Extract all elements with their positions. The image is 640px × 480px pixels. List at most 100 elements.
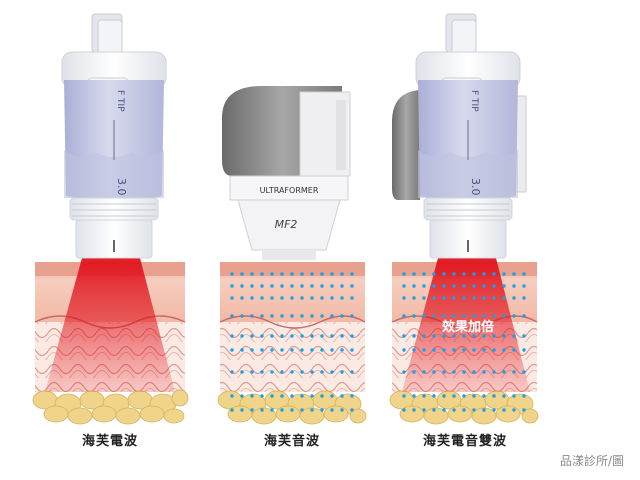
ultrasound-dot: [522, 348, 525, 351]
ultrasound-dot: [230, 348, 233, 351]
ultrasound-dot: [522, 284, 525, 287]
tip-label: F TIP: [469, 90, 479, 112]
brand-label: ULTRAFORMER: [260, 186, 319, 195]
ultrasound-dot: [512, 408, 515, 411]
ultrasound-dot: [422, 334, 425, 337]
ultrasound-dot: [482, 314, 485, 317]
ultrasound-dot: [290, 348, 293, 351]
depth-label: 3.0: [469, 178, 482, 196]
ultrasound-dot: [402, 408, 405, 411]
ultrasound-dot: [512, 370, 515, 373]
ultrasound-dot: [230, 314, 233, 317]
ultrasound-dot: [300, 370, 303, 373]
ultrasound-dot: [412, 348, 415, 351]
ultrasound-dot: [310, 296, 313, 299]
ultrasound-dot: [432, 284, 435, 287]
ultrasound-dot: [422, 272, 425, 275]
ultrasound-dot: [280, 334, 283, 337]
ultrasound-dot: [330, 408, 333, 411]
ultrasound-dot: [412, 314, 415, 317]
ultrasound-dot: [340, 284, 343, 287]
ultrasound-dot: [270, 348, 273, 351]
model-label: MF2: [275, 218, 298, 231]
ultrasound-dot: [340, 348, 343, 351]
ultrasound-dot: [230, 408, 233, 411]
ultrasound-dot: [462, 272, 465, 275]
ultrasound-dot: [240, 408, 243, 411]
ultrasound-dot: [330, 296, 333, 299]
ultrasound-dot: [310, 314, 313, 317]
ultrasound-dot: [350, 284, 353, 287]
ultrasound-dot: [320, 334, 323, 337]
ultrasound-dot: [502, 408, 505, 411]
ultrasound-dot: [512, 394, 515, 397]
ultrasound-dot: [412, 284, 415, 287]
ultrasound-dot: [512, 334, 515, 337]
ultrasound-dot: [240, 348, 243, 351]
image-credit: 品漾診所/圖: [560, 452, 624, 469]
ultrasound-dot: [280, 296, 283, 299]
ultrasound-dot: [240, 334, 243, 337]
ultrasound-dot: [412, 394, 415, 397]
ultrasound-dot: [280, 408, 283, 411]
ultrasound-dot: [320, 394, 323, 397]
ultrasound-dot: [492, 370, 495, 373]
ultrasound-dot: [442, 272, 445, 275]
ultrasound-dot: [482, 272, 485, 275]
ultrasound-dot: [492, 296, 495, 299]
ultrasound-dot: [472, 370, 475, 373]
ultrasound-dot: [260, 296, 263, 299]
ultrasound-dot: [290, 370, 293, 373]
ultrasound-dot: [330, 394, 333, 397]
ultrasound-dot: [432, 370, 435, 373]
ultrasound-dot: [290, 408, 293, 411]
ultrasound-dot: [310, 284, 313, 287]
ultrasound-dot: [442, 296, 445, 299]
tip-label: F TIP: [115, 90, 125, 112]
ultrasound-dot: [452, 370, 455, 373]
ultrasound-dot: [512, 296, 515, 299]
ultrasound-dot: [462, 296, 465, 299]
ultrasound-dot: [320, 348, 323, 351]
ultrasound-dot: [422, 314, 425, 317]
ultrasound-dot: [300, 314, 303, 317]
ultrasound-dot: [462, 394, 465, 397]
ultrasound-dot: [472, 408, 475, 411]
ultrasound-dot: [502, 334, 505, 337]
ultrasound-dot: [340, 296, 343, 299]
ultrasound-dot: [300, 394, 303, 397]
ultrasound-dot: [320, 314, 323, 317]
ultrasound-dot: [442, 348, 445, 351]
ultrasound-dot: [240, 314, 243, 317]
ultrasound-dot: [340, 370, 343, 373]
ultrasound-dot: [270, 284, 273, 287]
depth-label: 3.0: [115, 178, 128, 196]
ultrasound-dot: [310, 408, 313, 411]
ultrasound-dot: [402, 394, 405, 397]
ultrasound-dot: [452, 408, 455, 411]
ultrasound-dot: [230, 394, 233, 397]
ultrasound-dot: [432, 394, 435, 397]
panel-combo: 效果加倍: [390, 14, 538, 424]
ultrasound-dot: [422, 348, 425, 351]
ultrasound-dot: [270, 296, 273, 299]
ultrasound-dot: [250, 296, 253, 299]
ultrasound-dot: [432, 348, 435, 351]
ultrasound-dot: [240, 394, 243, 397]
ultrasound-dot: [412, 408, 415, 411]
ultrasound-dot: [280, 284, 283, 287]
ultrasound-dot: [300, 284, 303, 287]
ultrasound-dot: [492, 272, 495, 275]
ultrasound-dot: [492, 408, 495, 411]
ultrasound-dot: [442, 370, 445, 373]
ultrasound-dot: [270, 370, 273, 373]
ultrasound-dot: [502, 272, 505, 275]
ultrasound-dot: [340, 334, 343, 337]
ultrasound-dot: [310, 272, 313, 275]
ultrasound-dot: [260, 272, 263, 275]
ultrasound-dot: [260, 314, 263, 317]
ultrasound-dot: [250, 272, 253, 275]
ultrasound-dot: [250, 370, 253, 373]
ultrasound-dot: [502, 348, 505, 351]
